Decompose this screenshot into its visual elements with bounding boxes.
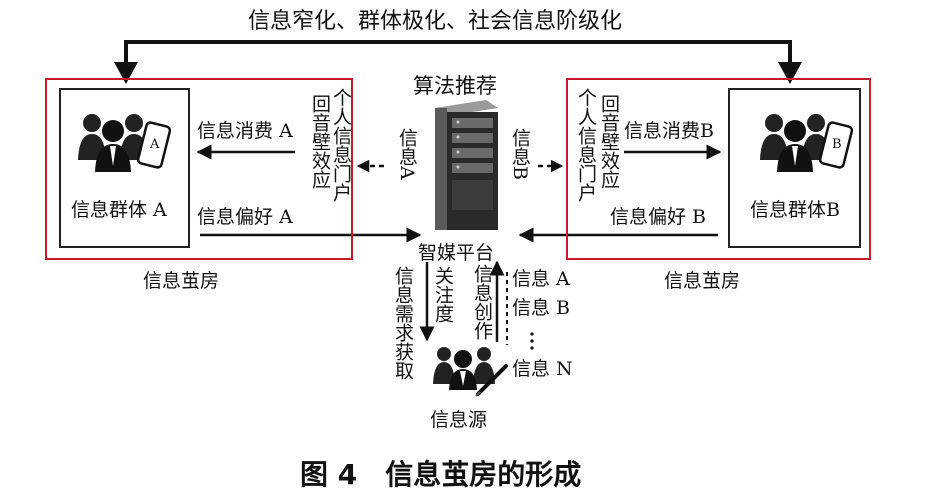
group-a-badge: A <box>150 137 160 152</box>
consume-a-label: 信息消费 A <box>197 120 293 142</box>
source-people-icon <box>433 347 495 390</box>
prefer-b-label: 信息偏好 B <box>610 206 707 228</box>
cocoon-label-left: 信息茧房 <box>143 270 220 292</box>
group-b-badge: B <box>832 137 842 152</box>
source-info-a: 信息 A <box>512 268 570 290</box>
creation-label: 信息创作 <box>470 264 493 340</box>
cocoon-frame-right <box>566 78 871 260</box>
figure-caption: 图 4 信息茧房的形成 <box>300 458 582 491</box>
portal-left: 个人信息门户 <box>329 88 352 202</box>
demand-label: 信息需求获取 <box>391 266 414 380</box>
info-a-label: 信息A <box>395 128 418 180</box>
ellipsis-dots <box>530 332 534 350</box>
top-title: 信息窄化、群体极化、社会信息阶级化 <box>248 9 623 34</box>
pen-icon <box>475 364 508 397</box>
group-b-people-icon <box>760 114 830 172</box>
server-icon <box>435 100 498 230</box>
algo-label: 算法推荐 <box>413 74 497 98</box>
cocoon-label-right: 信息茧房 <box>664 270 741 292</box>
portal-right: 个人信息门户 <box>574 88 597 202</box>
platform-label: 智媒平台 <box>418 242 495 264</box>
source-label: 信息源 <box>430 409 488 431</box>
group-a-phone-icon <box>136 121 172 169</box>
group-b-phone-icon <box>818 121 854 169</box>
group-a-box <box>59 88 190 248</box>
consume-b-label: 信息消费B <box>624 120 714 142</box>
echo-wall-left: 回音壁效应 <box>308 94 331 189</box>
source-info-b: 信息 B <box>512 297 571 319</box>
prefer-a-label: 信息偏好 A <box>197 206 293 228</box>
echo-wall-right: 回音壁效应 <box>597 94 620 189</box>
group-a-label: 信息群体 A <box>71 199 167 221</box>
attention-label: 关注度 <box>431 266 454 323</box>
group-b-box <box>728 88 861 248</box>
group-b-label: 信息群体B <box>750 199 840 221</box>
source-info-n: 信息 N <box>512 358 573 380</box>
info-b-label: 信息B <box>508 128 531 180</box>
feedback-loop-arrow <box>114 40 802 84</box>
cocoon-frame-left <box>45 78 353 260</box>
